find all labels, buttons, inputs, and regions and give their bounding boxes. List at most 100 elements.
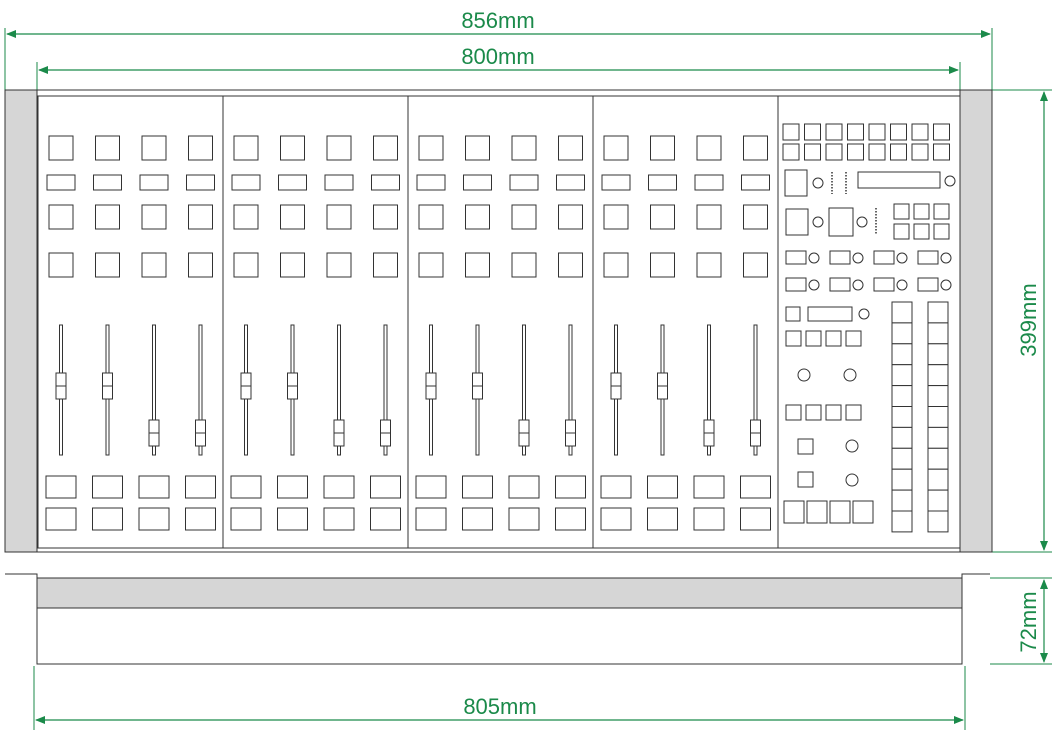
master-led <box>940 252 952 264</box>
master-led <box>852 252 864 264</box>
master-led <box>856 216 868 228</box>
master-led <box>940 279 952 291</box>
channel-button <box>558 204 583 230</box>
master-knob <box>845 439 859 453</box>
channel-select-button <box>741 174 770 191</box>
master-column-button <box>891 385 913 408</box>
channel-bottom-button <box>693 475 725 499</box>
channel-button <box>95 135 120 161</box>
channel-select-button <box>416 174 446 191</box>
channel-button <box>603 135 629 161</box>
channel-bottom-button <box>462 507 493 531</box>
channel-button <box>373 252 398 278</box>
channel-bottom-button <box>92 507 123 531</box>
master-wide-button <box>829 277 851 292</box>
channel-select-button <box>648 174 677 191</box>
master-led <box>812 177 824 189</box>
master-small-button <box>893 223 910 240</box>
channel-button <box>603 252 629 278</box>
master-column-button <box>927 426 949 449</box>
channel-button <box>188 252 213 278</box>
master-column-button <box>891 406 913 428</box>
channel-bottom-button <box>92 475 123 499</box>
master-small-button <box>868 143 886 161</box>
left-side-panel <box>4 89 38 553</box>
master-small-button <box>782 123 800 141</box>
master-small-button <box>913 223 930 240</box>
channel-button <box>326 135 352 161</box>
master-column-button <box>891 489 913 512</box>
channel-button <box>696 252 722 278</box>
console-side-view <box>5 573 990 665</box>
channel-button <box>48 135 74 161</box>
master-led <box>808 252 820 264</box>
fader-module <box>592 95 779 549</box>
master-small-button <box>845 404 862 421</box>
master-small-button <box>825 123 843 141</box>
channel-bottom-button <box>740 475 771 499</box>
master-display <box>807 306 853 322</box>
channel-button <box>188 135 213 161</box>
channel-button <box>465 204 490 230</box>
master-led <box>858 308 870 320</box>
channel-bottom-button <box>185 475 216 499</box>
master-led <box>852 279 864 291</box>
master-led <box>896 279 908 291</box>
dimension-panel-width: 800mm <box>36 44 961 92</box>
master-column-button <box>927 343 949 366</box>
channel-select-button <box>186 174 215 191</box>
channel-button <box>743 204 768 230</box>
master-small-button <box>933 143 950 161</box>
channel-bottom-button <box>740 507 771 531</box>
channel-button <box>373 204 398 230</box>
channel-bottom-button <box>323 507 355 531</box>
channel-bottom-button <box>277 507 308 531</box>
channel-button <box>280 252 305 278</box>
master-small-button <box>805 404 822 421</box>
channel-bottom-button <box>600 475 632 499</box>
channel-button <box>603 204 629 230</box>
master-column-button <box>927 301 949 324</box>
master-column-button <box>927 510 949 533</box>
channel-button <box>558 252 583 278</box>
channel-button <box>373 135 398 161</box>
fader-track <box>337 324 341 456</box>
master-small-button <box>805 330 822 347</box>
master-button <box>785 208 809 236</box>
channel-select-button <box>509 174 539 191</box>
master-bottom-button <box>852 500 874 524</box>
channel-button <box>465 135 490 161</box>
channel-bottom-button <box>277 475 308 499</box>
master-column-button <box>927 385 949 408</box>
channel-button <box>650 135 675 161</box>
master-small-button <box>804 123 821 141</box>
dimension-overall-width: 856mm <box>4 8 993 90</box>
channel-bottom-button <box>370 475 401 499</box>
channel-bottom-button <box>138 507 170 531</box>
channel-button <box>418 135 444 161</box>
master-knob <box>845 473 859 487</box>
master-display <box>857 171 941 189</box>
channel-button <box>233 252 259 278</box>
fader-track <box>152 324 156 456</box>
module-panel <box>37 95 224 549</box>
channel-button <box>326 252 352 278</box>
module-panel <box>407 95 594 549</box>
channel-select-button <box>694 174 724 191</box>
master-column-button <box>927 489 949 512</box>
fader-module <box>222 95 409 549</box>
module-panel <box>592 95 779 549</box>
fader-track <box>198 324 203 456</box>
channel-bottom-button <box>323 475 355 499</box>
master-column-button <box>927 468 949 491</box>
channel-select-button <box>46 174 76 191</box>
master-wide-button <box>917 250 939 265</box>
dimension-base-width: 805mm <box>33 666 966 730</box>
master-small-button <box>825 330 842 347</box>
channel-select-button <box>601 174 631 191</box>
side-view-top-plate <box>36 577 963 609</box>
channel-button <box>141 252 167 278</box>
channel-button <box>743 252 768 278</box>
fader-track <box>753 324 758 456</box>
channel-bottom-button <box>647 475 678 499</box>
